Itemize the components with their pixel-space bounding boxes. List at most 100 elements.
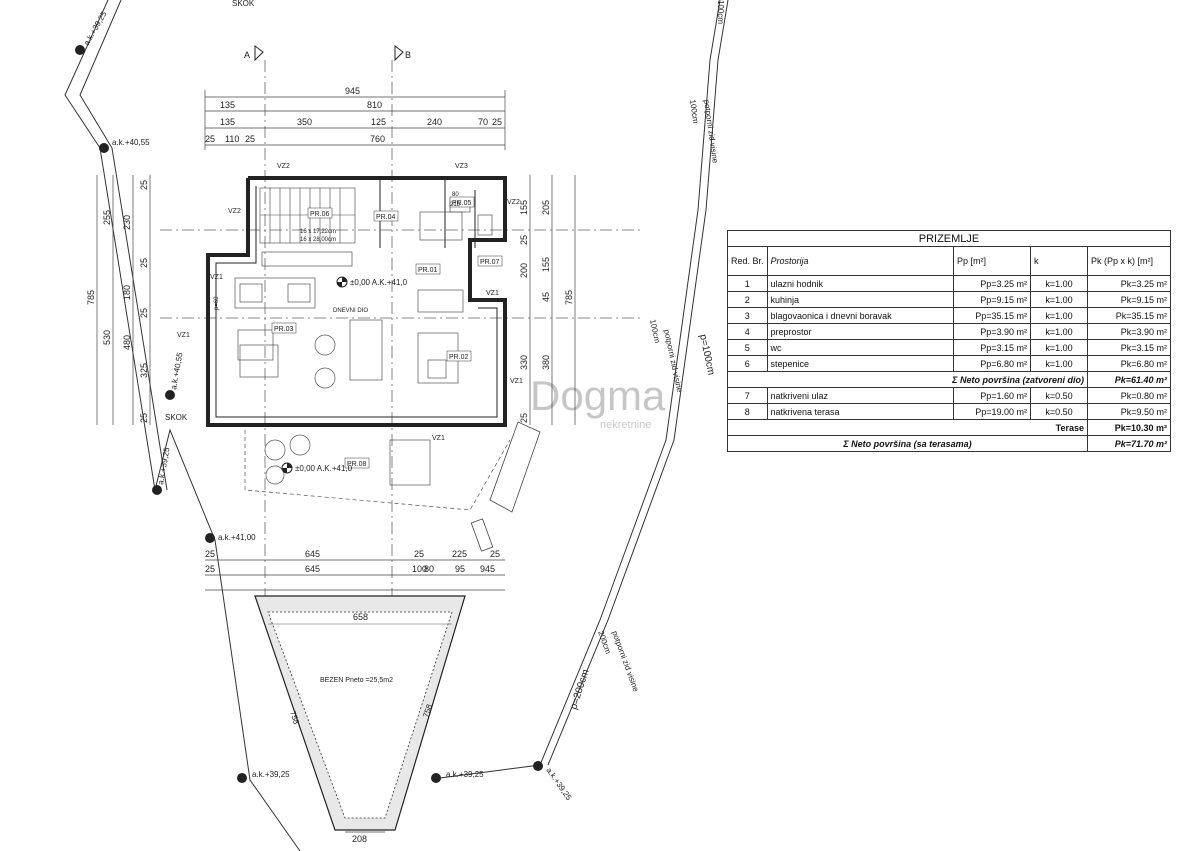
svg-text:945: 945: [480, 564, 495, 574]
svg-text:25: 25: [245, 134, 255, 144]
zone-label: DNEVNI DIO: [333, 308, 368, 314]
svg-text:a.k.+39,25: a.k.+39,25: [156, 446, 171, 485]
table-row: 1 ulazni hodnik Pp=3.25 m² k=1.00 Pk=3.2…: [727, 275, 1171, 292]
svg-text:255: 255: [102, 210, 112, 225]
table-row: 2 kuhinja Pp=9.15 m² k=1.00 Pk=9.15 m²: [727, 291, 1171, 308]
svg-text:a.k.+40,55: a.k.+40,55: [169, 351, 184, 390]
svg-text:215: 215: [450, 202, 461, 208]
svg-text:760: 760: [370, 134, 385, 144]
svg-text:p=100cm: p=100cm: [697, 333, 716, 376]
house-walls: [206, 176, 507, 427]
room-tags: PR.01 PR.02 PR.03 PR.04 PR.05 PR.06 PR.0…: [271, 196, 503, 469]
header-pk: Pk (Pp x k) [m²]: [1087, 246, 1171, 276]
svg-text:25: 25: [205, 564, 215, 574]
table-row: 5 wc Pp=3.15 m² k=1.00 Pk=3.15 m²: [727, 339, 1171, 356]
svg-text:25: 25: [139, 308, 149, 318]
terrace-outline: [244, 430, 511, 511]
svg-text:205: 205: [541, 200, 551, 215]
plan-annotations: DNEVNI DIO 16 x 17,22cm 16 x 28,00cm 80 …: [165, 0, 461, 422]
table-row: 4 preprostor Pp=3.90 m² k=1.00 Pk=3.90 m…: [727, 323, 1171, 340]
room-area-table: PRIZEMLJE Red. Br. Prostorija Pp [m²] k …: [727, 230, 1171, 452]
dimension-texts-left: 785 255 230 25 180 530 480 325 25 25 25: [86, 180, 149, 423]
dimension-lines-bottom: [205, 559, 505, 591]
svg-text:70: 70: [478, 117, 488, 127]
svg-text:a.k.+40,55: a.k.+40,55: [112, 138, 150, 147]
room-tag-pr08: PR.08: [347, 461, 367, 468]
dimension-lines-left: [96, 175, 151, 425]
svg-text:25: 25: [492, 117, 502, 127]
svg-text:135: 135: [220, 117, 235, 127]
svg-text:a.k.+39,25: a.k.+39,25: [544, 766, 573, 802]
svg-text:VZ1: VZ1: [210, 274, 223, 281]
pool: 658 208 BEZEN Pneto =25,5m2 758 758: [254, 595, 466, 844]
section-label-b: B: [405, 50, 411, 60]
room-tag-pr02: PR.02: [449, 354, 469, 361]
level-marker-terrace: ±0,00 A.K.+41,0: [281, 462, 353, 474]
svg-text:225: 225: [452, 549, 467, 559]
svg-text:240: 240: [427, 117, 442, 127]
svg-text:645: 645: [305, 549, 320, 559]
watermark: Dogma nekretnine: [530, 372, 666, 431]
skok-label: SKOK: [165, 413, 188, 422]
svg-text:80: 80: [452, 192, 459, 198]
svg-text:16 x 17,22cm: 16 x 17,22cm: [300, 229, 336, 235]
svg-text:810: 810: [367, 100, 382, 110]
svg-text:100cm: 100cm: [688, 99, 700, 124]
svg-text:80: 80: [424, 564, 434, 574]
svg-text:25: 25: [139, 180, 149, 190]
furniture: [234, 197, 493, 486]
svg-text:Dogma: Dogma: [530, 372, 666, 419]
skok-top-label: SKOK: [232, 0, 255, 8]
svg-text:110: 110: [225, 134, 239, 144]
svg-text:45: 45: [541, 292, 551, 302]
terase-row: Terase Pk=10.30 m²: [727, 419, 1171, 436]
dimension-texts-right: 205 155 25 200 155 45 785 380 330 25: [519, 200, 574, 423]
svg-text:VZ1: VZ1: [177, 332, 190, 339]
pool-side-right: 758: [421, 703, 434, 719]
svg-text:645: 645: [305, 564, 320, 574]
svg-text:945: 945: [345, 86, 360, 96]
svg-text:350: 350: [297, 117, 312, 127]
sum-total-row: Σ Neto površina (sa terasama) Pk=71.70 m…: [727, 435, 1171, 452]
svg-text:VZ2: VZ2: [228, 208, 241, 215]
table-row: 8 natkrivena terasa Pp=19.00 m² k=0.50 P…: [727, 403, 1171, 420]
sum-closed-row: Σ Neto površina (zatvoreni dio) Pk=61.40…: [727, 371, 1171, 388]
svg-text:VZ3: VZ3: [455, 163, 468, 170]
svg-text:25: 25: [490, 549, 500, 559]
svg-text:380: 380: [541, 355, 551, 370]
svg-text:100cm: 100cm: [716, 0, 725, 24]
svg-text:VZ1: VZ1: [432, 435, 445, 442]
retaining-wall-labels: potporni zid visine 100cm potporni zid v…: [568, 0, 725, 711]
svg-text:200: 200: [519, 263, 529, 278]
svg-text:25: 25: [519, 235, 529, 245]
svg-text:125: 125: [371, 117, 386, 127]
svg-text:330: 330: [519, 355, 529, 370]
svg-text:25: 25: [205, 549, 215, 559]
svg-text:25: 25: [139, 413, 149, 423]
svg-text:16 x 28,00cm: 16 x 28,00cm: [300, 237, 336, 243]
sun-lounger: [470, 421, 541, 552]
svg-text:p=200cm: p=200cm: [568, 668, 591, 711]
level-marker-floor: ±0,00 A.K.+41,0: [336, 276, 408, 288]
svg-text:25: 25: [139, 258, 149, 268]
svg-text:a.k.+39,25: a.k.+39,25: [446, 770, 484, 779]
header-prostorija: Prostorija: [766, 246, 955, 276]
pool-width-top: 658: [353, 612, 368, 622]
svg-text:100cm: 100cm: [648, 319, 662, 345]
svg-text:25: 25: [205, 134, 215, 144]
pool-label: BEZEN Pneto =25,5m2: [320, 677, 393, 684]
staircase: [259, 187, 356, 244]
svg-text:785: 785: [86, 290, 96, 305]
svg-text:VZ1: VZ1: [486, 290, 499, 297]
svg-text:a.k.+41,00: a.k.+41,00: [218, 533, 256, 542]
svg-text:530: 530: [102, 330, 112, 345]
table-row: 7 natkriveni ulaz Pp=1.60 m² k=0.50 Pk=0…: [727, 387, 1171, 404]
header-pp: Pp [m²]: [953, 246, 1031, 276]
section-label-a: A: [244, 50, 250, 60]
svg-text:±0,00 A.K.+41,0: ±0,00 A.K.+41,0: [295, 464, 353, 473]
room-tag-pr05: PR.05: [452, 200, 472, 207]
dimension-lines-right: [529, 175, 576, 425]
svg-text:180: 180: [122, 285, 132, 300]
room-tag-pr01: PR.01: [418, 267, 438, 274]
